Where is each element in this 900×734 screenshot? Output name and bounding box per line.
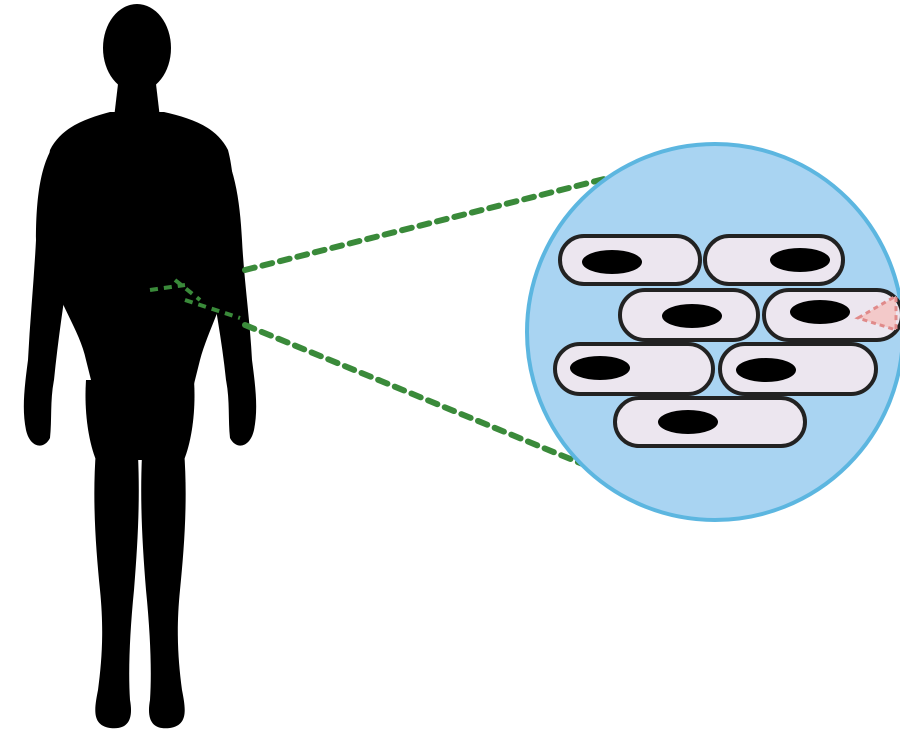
magnified-tissue-icon [527,144,900,520]
cell-nucleus [658,410,718,434]
silhouette-head [103,4,171,92]
cell-nucleus [570,356,630,380]
cell-nucleus [582,250,642,274]
cell-nucleus [790,300,850,324]
silhouette-left-leg [94,450,138,728]
silhouette-hips [85,380,194,460]
person-silhouette-icon [24,4,256,728]
cell-nucleus [736,358,796,382]
silhouette-right-leg [141,450,185,728]
cell-nucleus [770,248,830,272]
cell-nucleus [662,304,722,328]
